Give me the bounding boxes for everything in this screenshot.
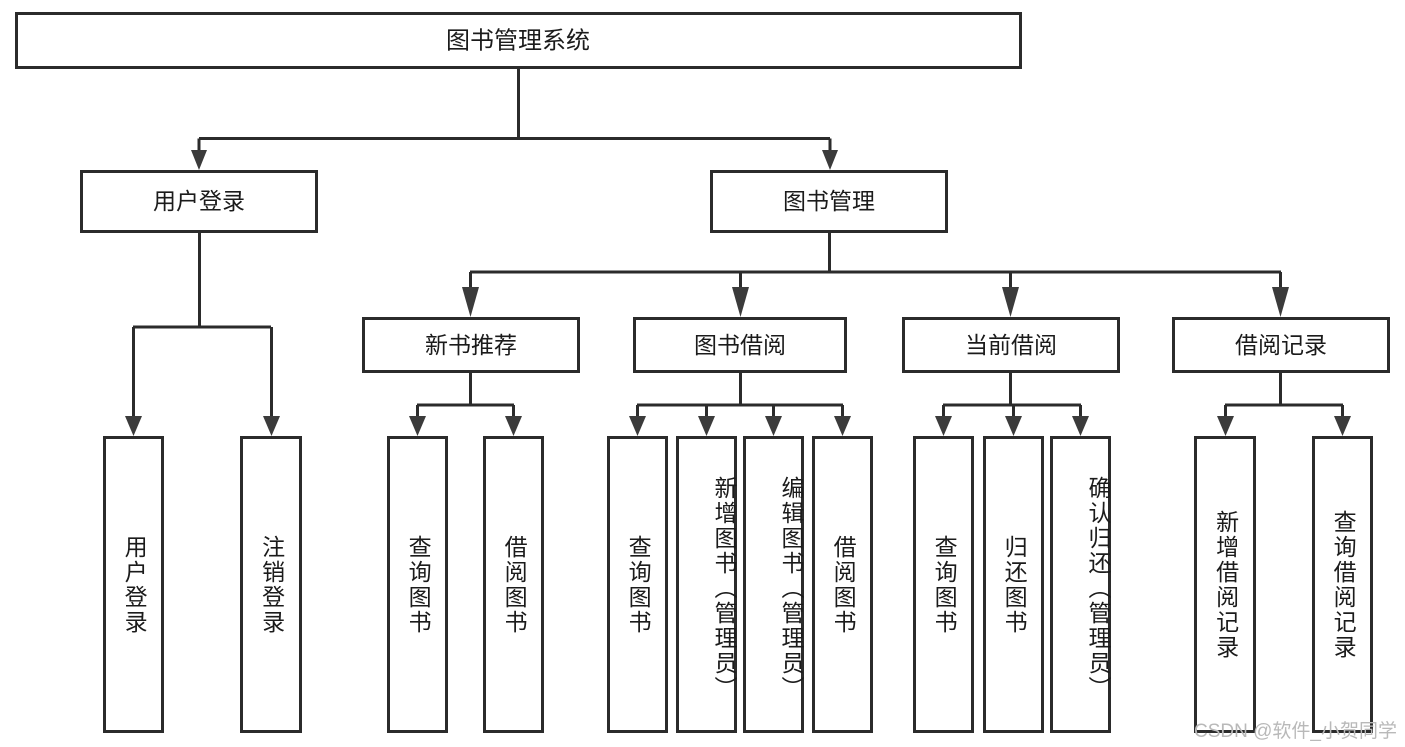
node-borrow-record[interactable]: 借阅记录 — [1172, 317, 1390, 373]
node-root-box — [15, 12, 1022, 69]
leaf-node-user-login-box — [103, 436, 164, 733]
node-root[interactable]: 图书管理系统 — [15, 12, 1022, 69]
node-current-borrow[interactable]: 当前借阅 — [902, 317, 1120, 373]
connector-user-login-to-leaves — [125, 233, 280, 436]
connector-current-borrow-to-leaves — [935, 372, 1089, 436]
leaf-node-query-borrow-record-box — [1312, 436, 1373, 733]
leaf-node-borrow-book-recommend-box — [483, 436, 544, 733]
arrow-head-icon — [629, 416, 646, 436]
arrow-head-icon — [935, 416, 952, 436]
leaf-node-logout[interactable] — [240, 436, 302, 733]
node-borrow-record-label: 借阅记录 — [1235, 332, 1327, 358]
node-book-borrow-label: 图书借阅 — [694, 332, 786, 358]
arrow-head-icon — [409, 416, 426, 436]
arrow-head-icon — [698, 416, 715, 436]
leaf-node-add-book-admin[interactable] — [676, 436, 737, 733]
arrow-head-icon — [1272, 287, 1289, 317]
leaf-node-borrow-book-recommend[interactable] — [483, 436, 544, 733]
node-current-borrow-label: 当前借阅 — [965, 332, 1057, 358]
node-user-login[interactable]: 用户登录 — [80, 170, 318, 233]
leaf-node-query-borrow-record[interactable] — [1312, 436, 1373, 733]
arrow-head-icon — [834, 416, 851, 436]
csdn-watermark: CSDN @软件_小贺同学 — [1194, 721, 1397, 742]
node-new-book-recommend-box — [362, 317, 580, 373]
node-user-login-label: 用户登录 — [153, 188, 245, 214]
arrow-head-icon — [1334, 416, 1351, 436]
arrow-head-icon — [1002, 287, 1019, 317]
leaf-node-borrow-book-box — [812, 436, 873, 733]
leaf-node-query-book-borrow-box — [607, 436, 668, 733]
node-new-book-recommend-label: 新书推荐 — [425, 332, 517, 358]
connector-book-management-to-level3 — [462, 233, 1289, 317]
connector-root-to-level2 — [191, 69, 838, 170]
arrow-head-icon — [191, 150, 207, 170]
leaf-node-query-book-recommend[interactable] — [387, 436, 448, 733]
leaf-node-confirm-return-admin[interactable] — [1050, 436, 1111, 733]
leaf-node-query-book-borrow[interactable] — [607, 436, 668, 733]
node-root-label: 图书管理系统 — [446, 27, 590, 54]
node-current-borrow-box — [902, 317, 1120, 373]
leaf-node-return-book-box — [983, 436, 1044, 733]
leaf-node-edit-book-admin[interactable] — [743, 436, 804, 733]
arrow-head-icon — [1005, 416, 1022, 436]
leaf-node-query-book-current[interactable] — [913, 436, 974, 733]
node-book-borrow[interactable]: 图书借阅 — [633, 317, 847, 373]
arrow-head-icon — [505, 416, 522, 436]
leaf-node-borrow-book[interactable] — [812, 436, 873, 733]
leaf-node-user-login[interactable] — [103, 436, 164, 733]
arrow-head-icon — [732, 287, 749, 317]
node-user-login-box — [80, 170, 318, 233]
node-new-book-recommend[interactable]: 新书推荐 — [362, 317, 580, 373]
leaf-node-query-book-current-box — [913, 436, 974, 733]
connector-borrow-record-to-leaves — [1217, 372, 1351, 436]
leaf-node-add-borrow-record-box — [1194, 436, 1256, 733]
arrow-head-icon — [1217, 416, 1234, 436]
leaf-node-return-book[interactable] — [983, 436, 1044, 733]
leaf-node-confirm-return-admin-box — [1050, 436, 1111, 733]
node-book-management-box — [710, 170, 948, 233]
node-book-borrow-box — [633, 317, 847, 373]
node-borrow-record-box — [1172, 317, 1390, 373]
arrow-head-icon — [1072, 416, 1089, 436]
node-book-management-label: 图书管理 — [783, 188, 875, 214]
leaf-node-query-book-recommend-box — [387, 436, 448, 733]
leaf-node-logout-box — [240, 436, 302, 733]
arrow-head-icon — [765, 416, 782, 436]
leaf-node-edit-book-admin-box — [743, 436, 804, 733]
arrow-head-icon — [125, 416, 142, 436]
arrow-head-icon — [462, 287, 479, 317]
arrow-head-icon — [263, 416, 280, 436]
arrow-head-icon — [822, 150, 838, 170]
node-book-management[interactable]: 图书管理 — [710, 170, 948, 233]
connector-book-borrow-to-leaves — [629, 372, 851, 436]
connector-new-book-recommend-to-leaves — [409, 372, 522, 436]
leaf-node-add-borrow-record[interactable] — [1194, 436, 1256, 733]
leaf-node-add-book-admin-box — [676, 436, 737, 733]
